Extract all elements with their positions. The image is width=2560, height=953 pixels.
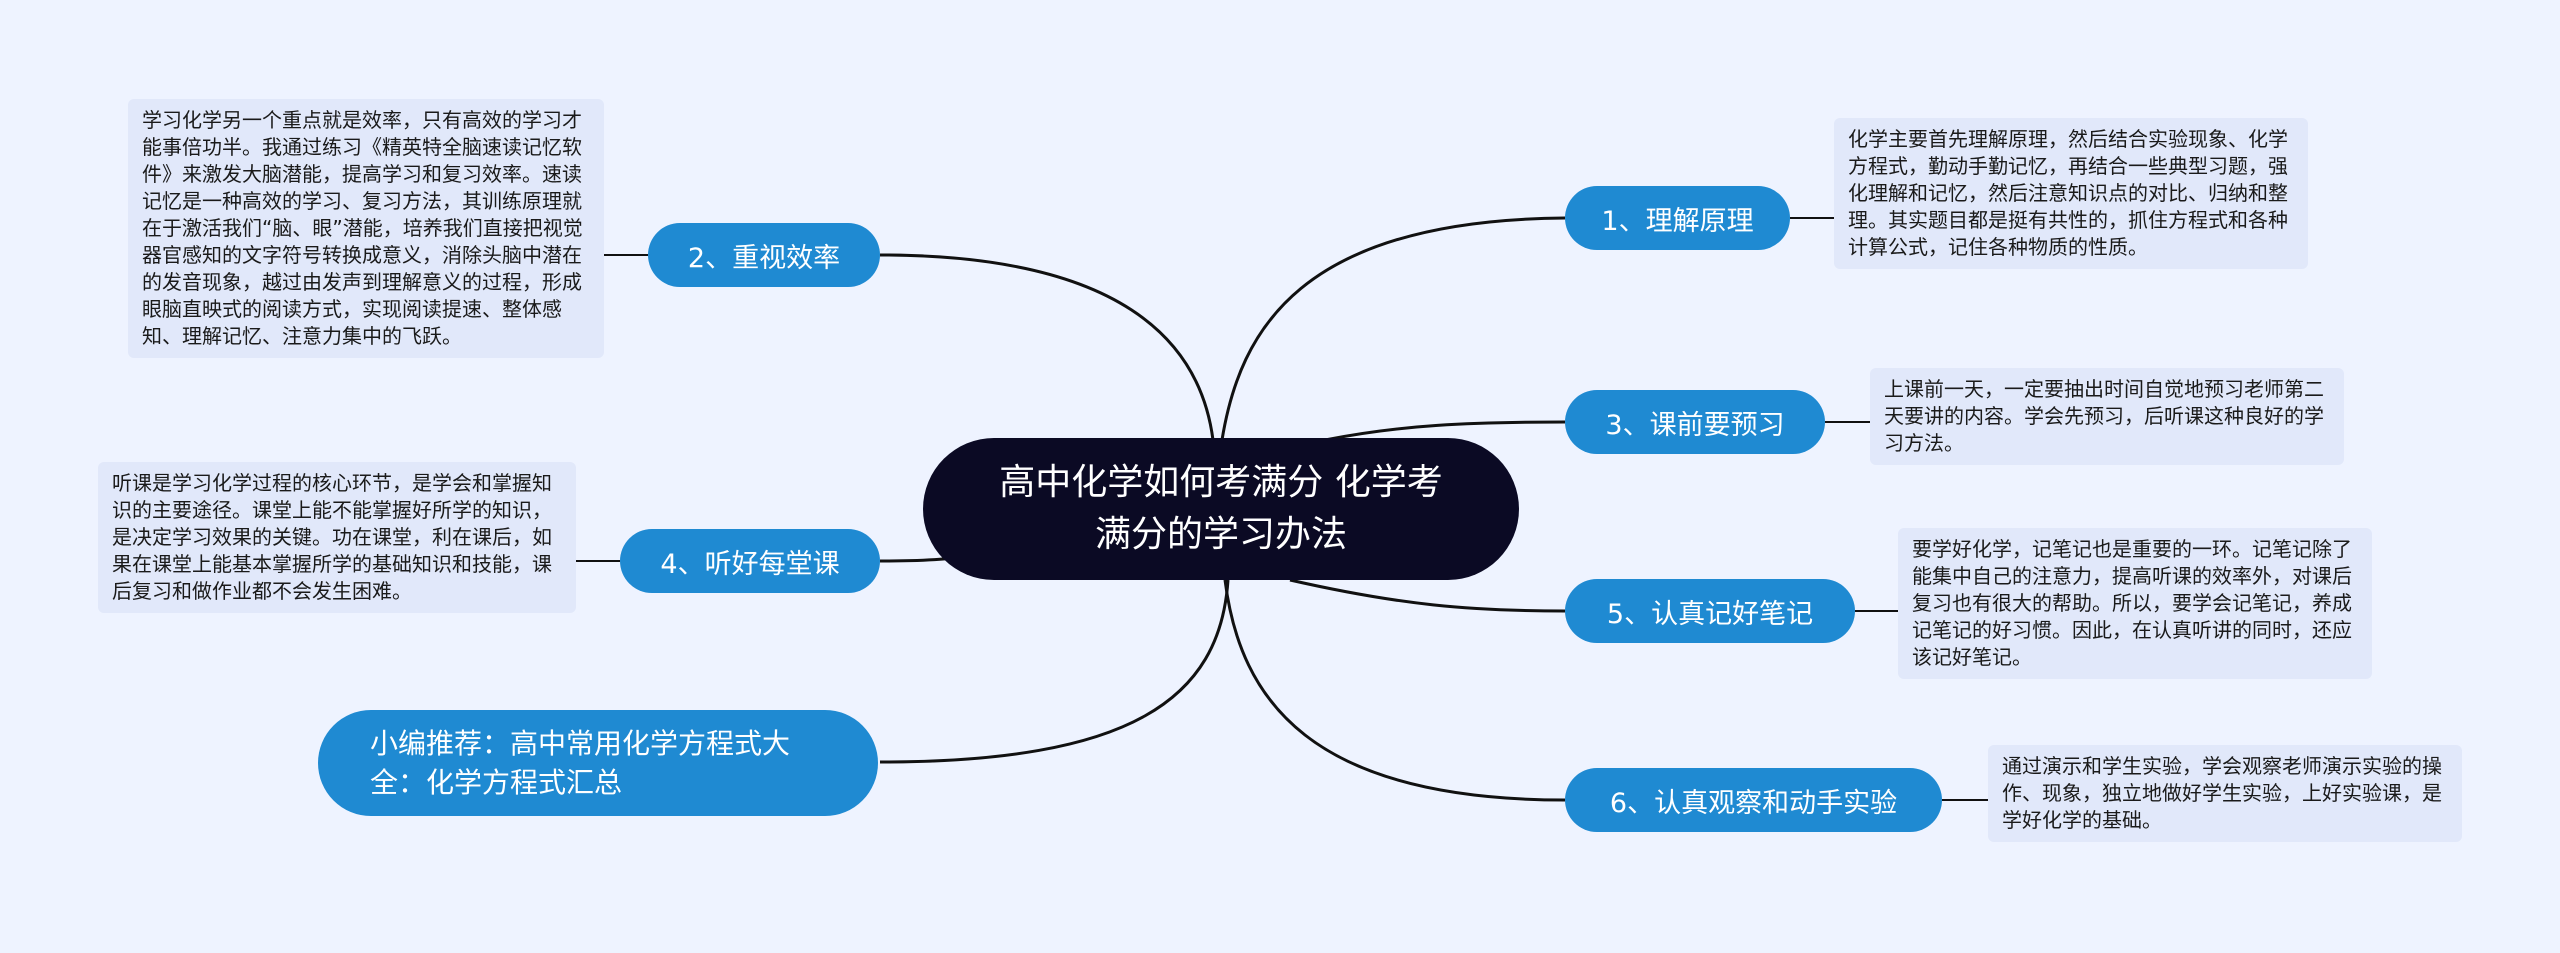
link-rec (879, 579, 1230, 764)
recommend-link[interactable]: 小编推荐：高中常用化学方程式大全：化学方程式汇总 (318, 710, 878, 816)
link-b5 (1289, 578, 1566, 613)
branch-take-notes[interactable]: 5、认真记好笔记 (1565, 579, 1855, 643)
link-b3 (1324, 420, 1566, 442)
branch-listen-in-class[interactable]: 4、听好每堂课 (620, 529, 880, 593)
note-text: 化学主要首先理解原理，然后结合实验现象、化学方程式，勤动手勤记忆，再结合一些典型… (1848, 127, 2288, 259)
link-b2 (879, 253, 1215, 441)
branch-preview-before-class[interactable]: 3、课前要预习 (1565, 390, 1825, 454)
note-take-notes: 要学好化学，记笔记也是重要的一环。记笔记除了能集中自己的注意力，提高听课的效率外… (1898, 528, 2372, 679)
note-text: 上课前一天，一定要抽出时间自觉地预习老师第二天要讲的内容。学会先预习，后听课这种… (1884, 377, 2324, 455)
branch-label: 6、认真观察和动手实验 (1609, 787, 1898, 819)
branch-label: 2、重视效率 (687, 242, 841, 274)
branch-label: 5、认真记好笔记 (1606, 598, 1814, 630)
note-text: 通过演示和学生实验，学会观察老师演示实验的操作、现象，独立地做好学生实验，上好实… (2002, 754, 2442, 832)
note-preview-before-class: 上课前一天，一定要抽出时间自觉地预习老师第二天要讲的内容。学会先预习，后听课这种… (1870, 368, 2344, 465)
central-topic[interactable]: 高中化学如何考满分 化学考满分的学习办法 (923, 438, 1519, 580)
central-topic-label: 高中化学如何考满分 化学考满分的学习办法 (999, 462, 1443, 555)
branch-label: 3、课前要预习 (1605, 409, 1785, 441)
branch-focus-efficiency[interactable]: 2、重视效率 (648, 223, 880, 287)
branch-label: 4、听好每堂课 (660, 548, 840, 580)
note-focus-efficiency: 学习化学另一个重点就是效率，只有高效的学习才能事倍功半。我通过练习《精英特全脑速… (128, 99, 604, 358)
link-b1 (1220, 216, 1566, 441)
note-text: 要学好化学，记笔记也是重要的一环。记笔记除了能集中自己的注意力，提高听课的效率外… (1912, 537, 2352, 669)
link-b6 (1223, 579, 1566, 802)
note-text: 学习化学另一个重点就是效率，只有高效的学习才能事倍功半。我通过练习《精英特全脑速… (142, 108, 583, 348)
note-text: 听课是学习化学过程的核心环节，是学会和掌握知识的主要途径。课堂上能不能掌握好所学… (112, 471, 552, 603)
note-observe-experiments: 通过演示和学生实验，学会观察老师演示实验的操作、现象，独立地做好学生实验，上好实… (1988, 745, 2462, 842)
note-understand-principles: 化学主要首先理解原理，然后结合实验现象、化学方程式，勤动手勤记忆，再结合一些典型… (1834, 118, 2308, 269)
recommend-label: 小编推荐：高中常用化学方程式大全：化学方程式汇总 (370, 727, 791, 799)
branch-understand-principles[interactable]: 1、理解原理 (1565, 186, 1790, 250)
branch-observe-experiments[interactable]: 6、认真观察和动手实验 (1565, 768, 1942, 832)
note-listen-in-class: 听课是学习化学过程的核心环节，是学会和掌握知识的主要途径。课堂上能不能掌握好所学… (98, 462, 576, 613)
branch-label: 1、理解原理 (1601, 205, 1754, 237)
